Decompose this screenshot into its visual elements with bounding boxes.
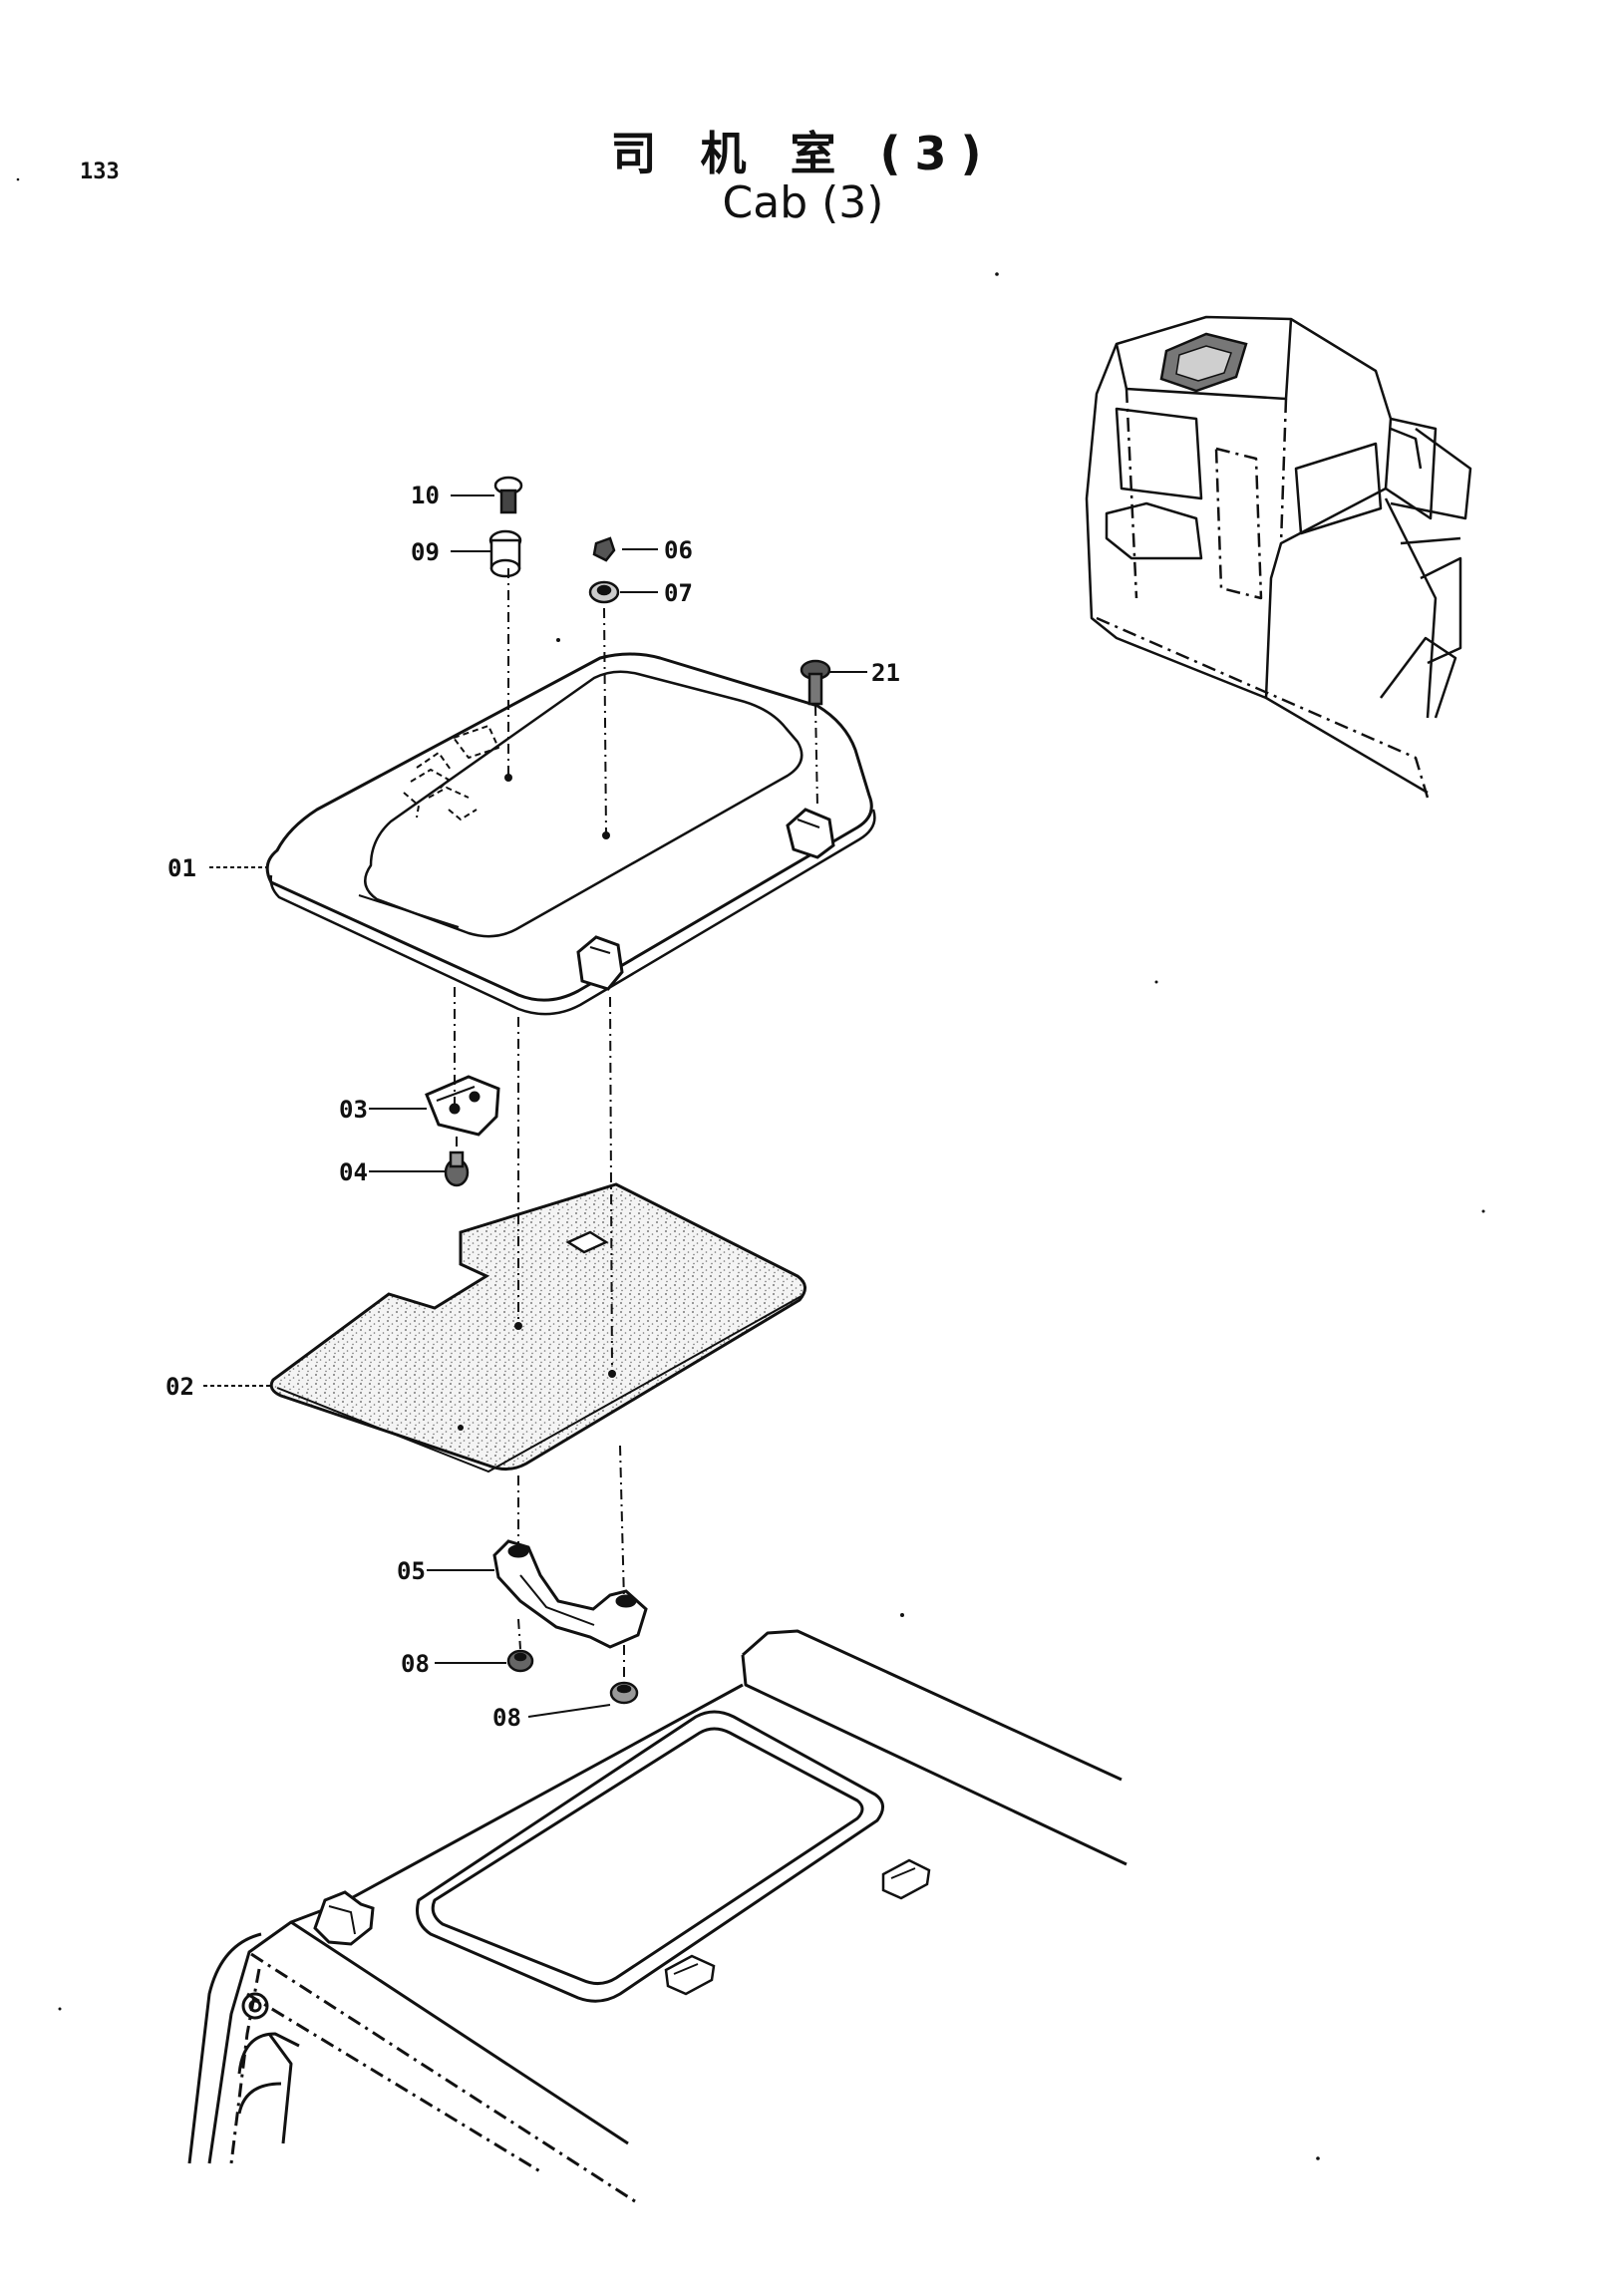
part-callout-labels: 10 09 06 07 21 01 03 04 02 05 08 08 bbox=[165, 482, 900, 1732]
callout-03: 03 bbox=[339, 1096, 368, 1124]
mat-part-02 bbox=[269, 1182, 806, 1474]
latch-pad-on-roof bbox=[664, 1858, 931, 1996]
callout-10: 10 bbox=[411, 482, 440, 509]
spacer-part-09 bbox=[488, 529, 522, 578]
hinge-mount-on-roof bbox=[313, 1890, 375, 1946]
guide-line-endpoints bbox=[458, 774, 616, 1431]
callout-05: 05 bbox=[397, 1557, 426, 1585]
page-title-english: Cab (3) bbox=[722, 177, 884, 228]
nut-part-08-right bbox=[609, 1681, 639, 1705]
cab-roof-structure bbox=[187, 1629, 1127, 2205]
hatch-cover-part-01 bbox=[265, 652, 876, 1016]
callout-21: 21 bbox=[871, 659, 900, 687]
cab-overview-illustration bbox=[1085, 315, 1472, 799]
callout-06: 06 bbox=[664, 536, 693, 564]
callout-04: 04 bbox=[339, 1158, 368, 1186]
bolt-part-10 bbox=[493, 476, 523, 514]
roof-hatch-highlight bbox=[1159, 332, 1248, 393]
screw-part-06 bbox=[592, 536, 616, 562]
roof-hatch-opening-frame bbox=[416, 1710, 884, 2003]
page-title-chinese: 司 机 室 (3) bbox=[610, 127, 996, 180]
scan-specks bbox=[16, 177, 1485, 2160]
assembly-guide-lines bbox=[454, 568, 818, 1681]
callout-01: 01 bbox=[167, 854, 196, 882]
callout-leader-lines bbox=[203, 494, 867, 1718]
callout-08-upper: 08 bbox=[401, 1650, 430, 1678]
callout-02: 02 bbox=[165, 1373, 194, 1401]
nut-part-08-left bbox=[506, 1649, 534, 1673]
callout-09: 09 bbox=[411, 538, 440, 566]
bolt-part-21 bbox=[800, 659, 831, 706]
callout-08-lower: 08 bbox=[492, 1704, 521, 1732]
screw-part-04 bbox=[444, 1150, 470, 1187]
page-number: 133 bbox=[80, 160, 120, 184]
handle-part-05 bbox=[492, 1539, 648, 1649]
callout-07: 07 bbox=[664, 579, 693, 607]
latch-part-03 bbox=[425, 1075, 500, 1137]
hinge-on-cover bbox=[576, 808, 835, 991]
washer-part-07 bbox=[588, 580, 620, 604]
